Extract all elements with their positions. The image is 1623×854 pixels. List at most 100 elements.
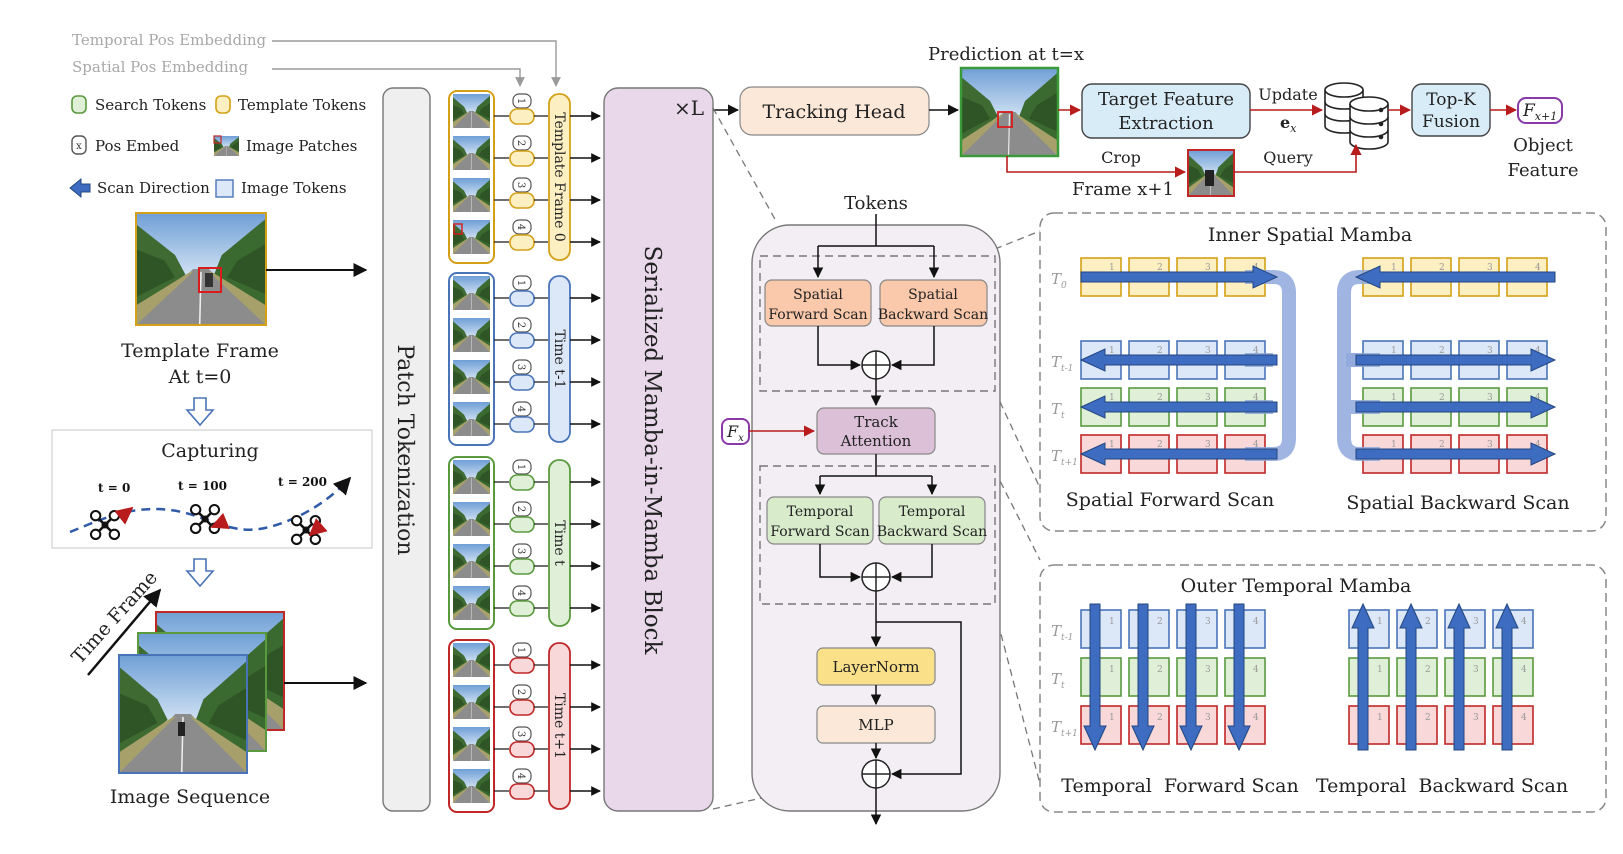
row-label: Tt+1 [1051, 447, 1078, 468]
f-next-box [1517, 97, 1563, 124]
token-group-label: Time t [551, 520, 567, 566]
grid-number: 2 [1439, 440, 1445, 450]
image-token [509, 150, 535, 167]
mamba-block-label: Serialized Mamba-in-Mamba Block [639, 246, 665, 656]
grid-number: 4 [1253, 393, 1259, 403]
grid-number: 1 [1109, 713, 1115, 723]
spatial-backward-label-2: Backward Scan [878, 307, 988, 323]
spatial-forward-label-1: Spatial [793, 287, 843, 303]
grid-number: 3 [1205, 263, 1211, 273]
temporal-backward-label-2: Backward Scan [877, 524, 987, 540]
scan-direction-arrow-icon [69, 177, 91, 199]
t-label-200: t = 200 [278, 475, 327, 489]
temporal-forward-scan-label: Temporal Forward Scan [1061, 775, 1298, 797]
grid-number: 4 [1253, 346, 1259, 356]
scan-arrow-icon [1447, 602, 1471, 751]
image-patch [453, 586, 490, 620]
token-group-label: Time t+1 [551, 693, 567, 759]
token-group-label: Template Frame 0 [551, 112, 567, 242]
patch-tokenization-label: Patch Tokenization [392, 344, 417, 555]
grid-token [1224, 609, 1266, 649]
grid-number: 3 [1487, 263, 1493, 273]
pos-number: 2 [515, 140, 526, 146]
scan-arrow-icon [1079, 395, 1278, 419]
time-frame-arrow [87, 588, 162, 676]
grid-number: 3 [1205, 393, 1211, 403]
grid-number: 1 [1109, 665, 1115, 675]
grid-number: 4 [1535, 346, 1541, 356]
patch-tokenization-box [382, 87, 431, 812]
row-label: T0 [1051, 270, 1067, 291]
pos-embed-bubble [512, 585, 532, 601]
grid-number: 2 [1157, 263, 1163, 273]
grid-number: 4 [1535, 263, 1541, 273]
pos-embed-bubble [512, 642, 532, 658]
fx-label: Fx [726, 422, 744, 444]
grid-number: 1 [1391, 440, 1397, 450]
grid-token [1492, 609, 1534, 649]
grid-number: 3 [1487, 440, 1493, 450]
grid-number: 1 [1377, 617, 1383, 627]
image-token [509, 699, 535, 716]
image-patch [453, 276, 490, 310]
token-column [548, 642, 571, 810]
image-patch [453, 685, 490, 719]
frame-next-label: Frame x+1 [1072, 179, 1174, 200]
row-label: Tt+1 [1051, 718, 1078, 739]
image-token [509, 332, 535, 349]
image-token [509, 416, 535, 433]
grid-token [1348, 609, 1390, 649]
pos-embed-bubble [512, 275, 532, 291]
grid-number: 2 [1439, 393, 1445, 403]
grid-token [1080, 657, 1122, 697]
pos-number: 4 [515, 590, 526, 596]
pos-embed-bubble [512, 135, 532, 151]
tracking-head-box [739, 86, 930, 136]
scan-arrow-icon [1179, 603, 1203, 752]
image-token [509, 234, 535, 251]
pos-embed-bubble [512, 401, 532, 417]
scan-arrow-icon [1131, 603, 1155, 752]
grid-number: 1 [1377, 665, 1383, 675]
temporal-group-dashed [759, 465, 996, 605]
grid-number: 1 [1109, 393, 1115, 403]
scan-arrow-icon [1354, 265, 1556, 289]
topk-label-1: Top-K [1426, 90, 1476, 110]
image-token [509, 516, 535, 533]
image-token [509, 783, 535, 800]
image-patch [453, 178, 490, 212]
scan-arrow-icon [1355, 395, 1557, 419]
grid-number: 3 [1473, 665, 1479, 675]
temporal-pos-line [272, 40, 561, 87]
add-icon [861, 350, 891, 380]
grid-token [1396, 609, 1438, 649]
grid-number: 3 [1473, 713, 1479, 723]
pos-number: 3 [515, 364, 526, 370]
grid-number: 3 [1487, 393, 1493, 403]
image-patch [453, 94, 490, 128]
image-token-swatch-icon [215, 179, 234, 198]
grid-number: 1 [1109, 346, 1115, 356]
pos-embed-bubble [512, 459, 532, 475]
grid-number: 1 [1391, 263, 1397, 273]
grid-number: 4 [1253, 665, 1259, 675]
spatial-backward-scan-label: Spatial Backward Scan [1346, 492, 1569, 514]
grid-number: 2 [1157, 346, 1163, 356]
pos-embed-bubble [512, 543, 532, 559]
down-arrow-icon [185, 397, 215, 427]
image-patch-swatch-icon [213, 135, 239, 156]
capturing-panel: Capturing t = 0 t = 100 t = 200 [51, 429, 373, 549]
grid-token [1128, 609, 1170, 649]
pos-number: 4 [515, 773, 526, 779]
image-patch [453, 136, 490, 170]
scan-arrow-icon [1080, 265, 1279, 289]
template-tokens-label: Template Tokens [238, 96, 366, 114]
token-column [548, 93, 571, 261]
row-label: Tt [1051, 400, 1065, 421]
grid-number: 3 [1473, 617, 1479, 627]
grid-token [1128, 705, 1170, 745]
target-feature-label-2: Extraction [1118, 113, 1214, 134]
grid-token [1080, 609, 1122, 649]
grid-number: 4 [1521, 713, 1527, 723]
